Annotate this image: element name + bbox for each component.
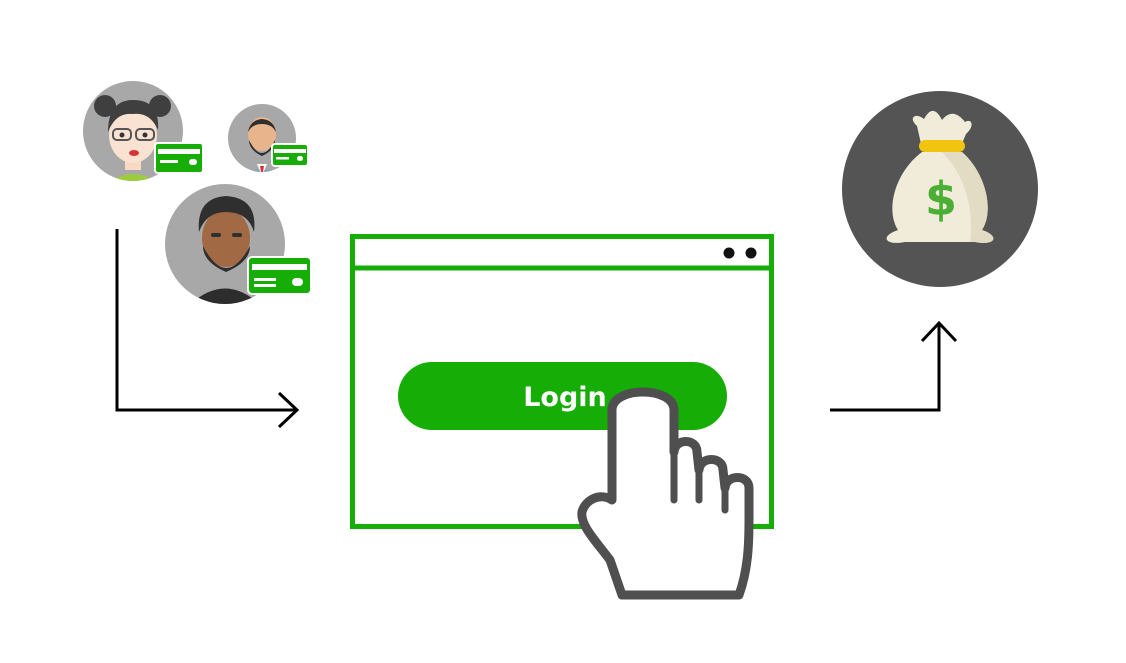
credit-card-icon: [247, 256, 312, 295]
credit-card-icon: [271, 143, 309, 167]
window-dot-icon: [723, 247, 735, 259]
window-dot-icon: [745, 247, 757, 259]
user-avatar-man-icon: [165, 184, 285, 304]
credit-card-icon: [154, 142, 204, 174]
pointing-hand-cursor-icon: [577, 387, 754, 600]
arrow-right-icon: [115, 229, 300, 429]
money-bag-icon: $: [842, 91, 1038, 287]
user-avatar-woman-icon: [83, 81, 183, 181]
user-avatar-man-suit-icon: [228, 104, 296, 172]
login-button-label: Login: [523, 382, 607, 413]
arrow-up-icon: [830, 320, 958, 412]
dollar-sign: $: [925, 172, 957, 226]
